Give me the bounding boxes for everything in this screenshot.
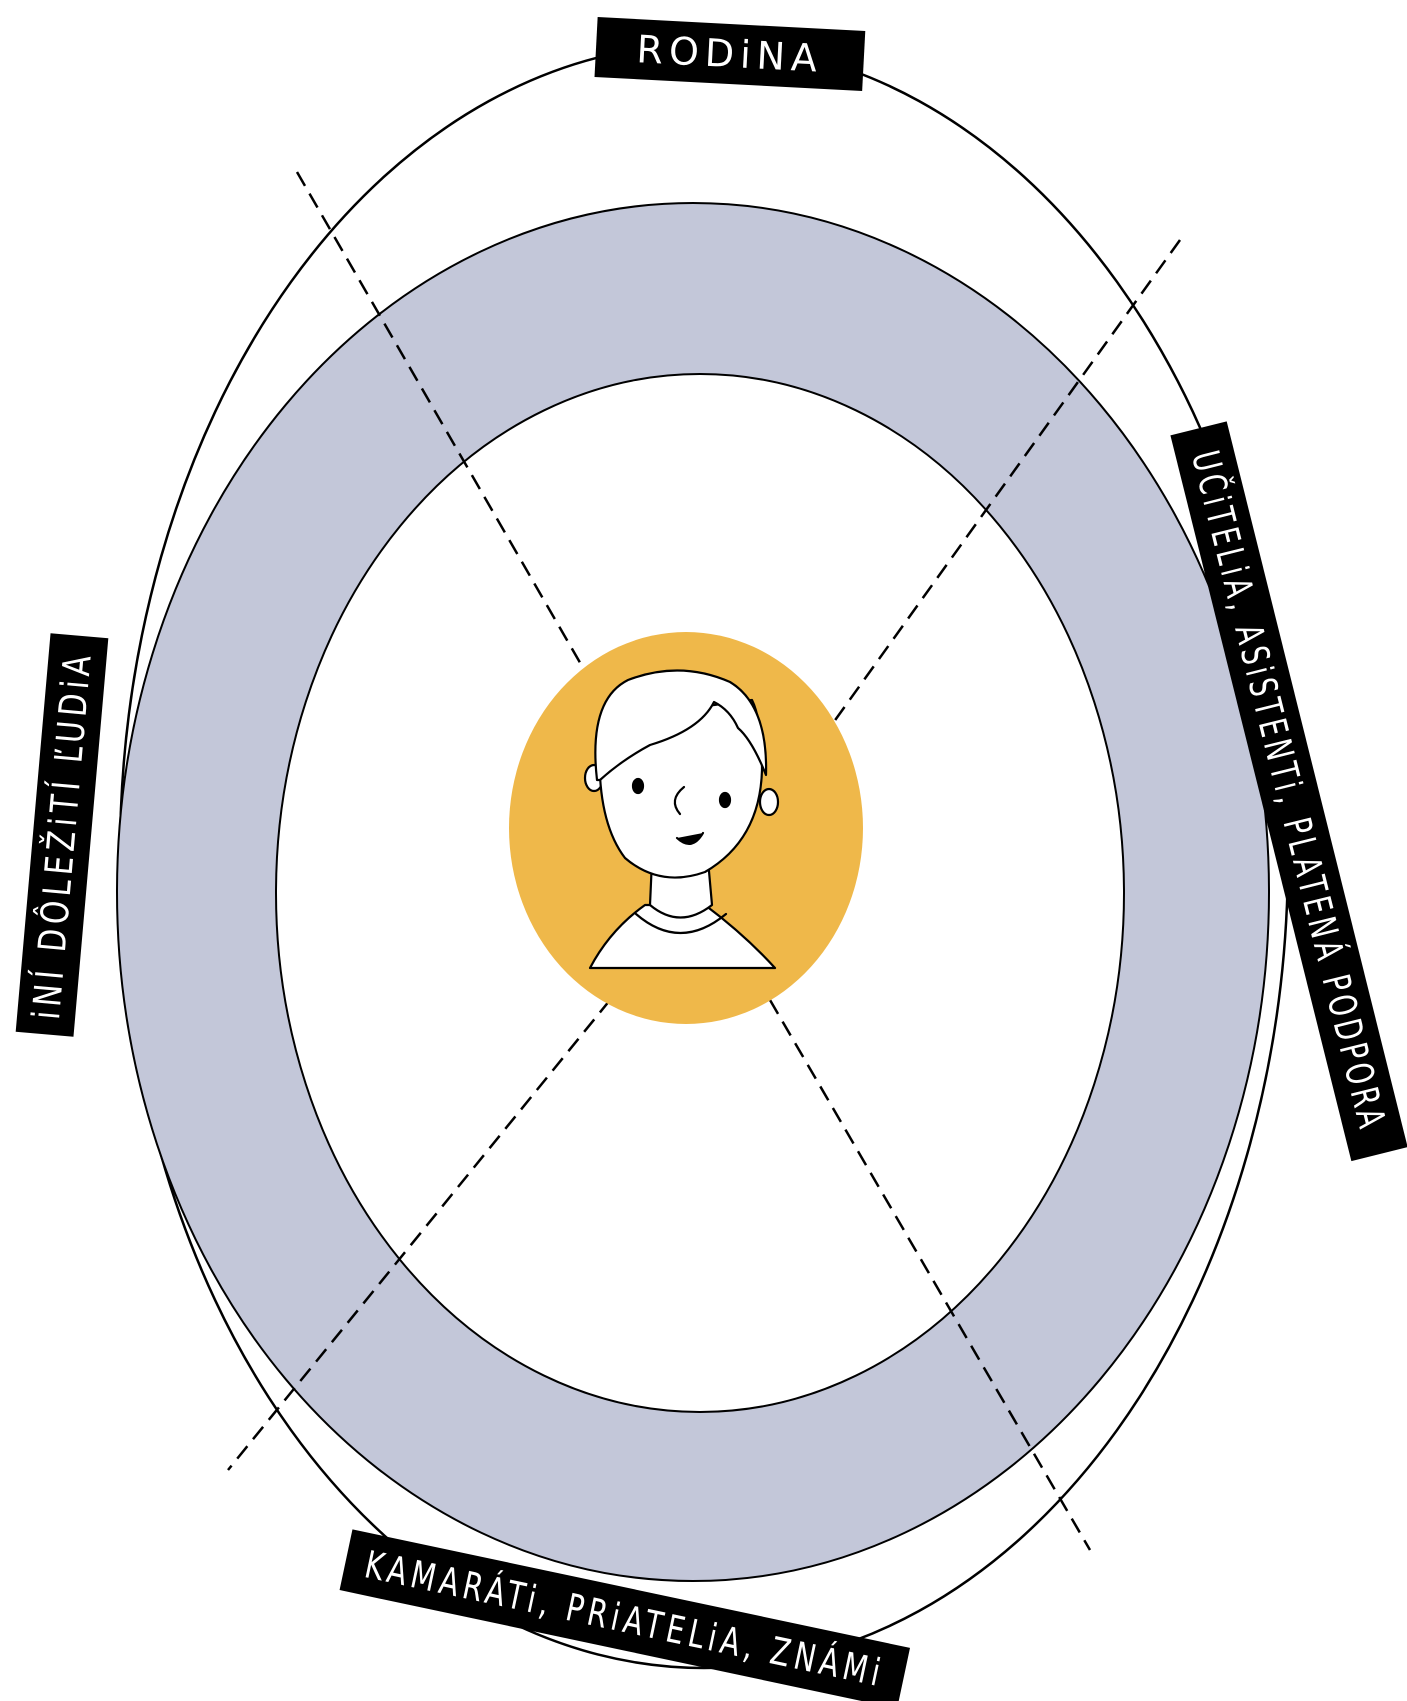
center-avatar [509,632,863,1024]
label-other-important-people: iNÍ DÔLEŽiTÍ ĽUDiA [16,633,109,1037]
